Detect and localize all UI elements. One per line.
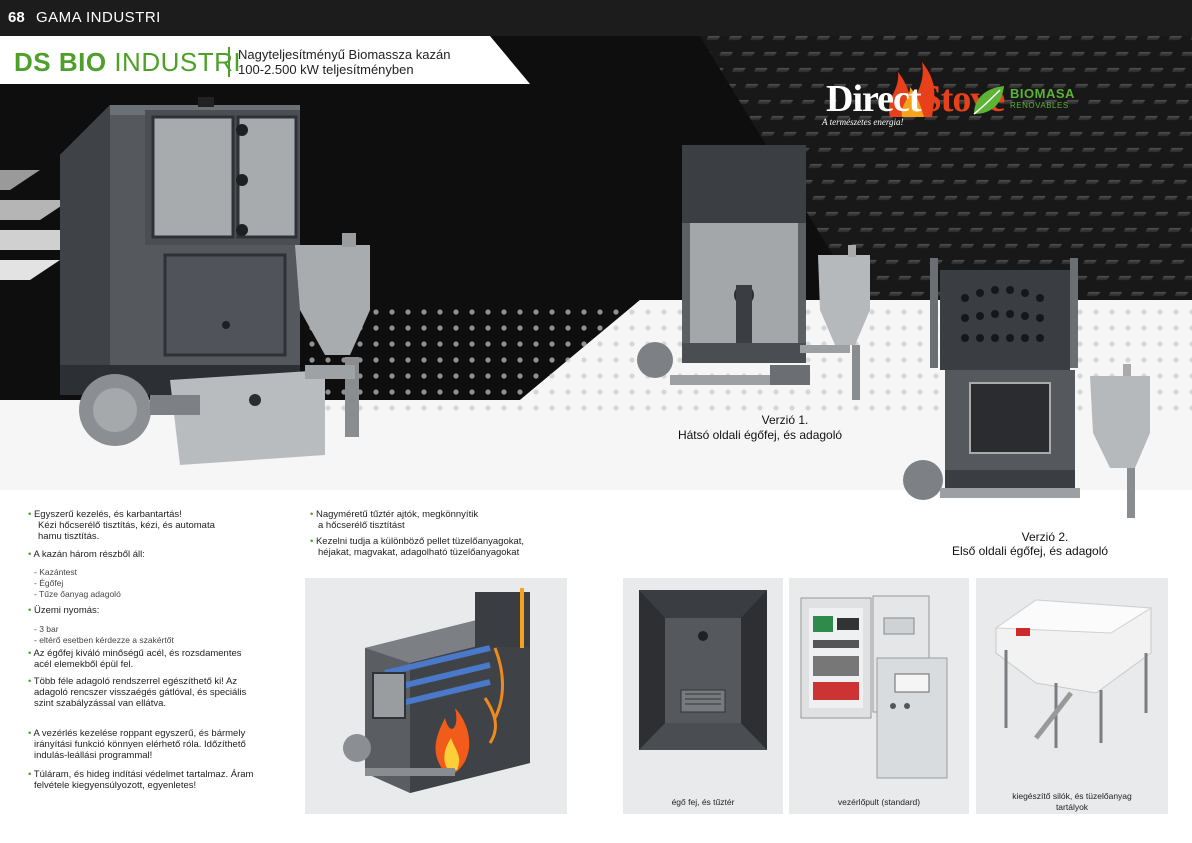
silo-caption-line-2: tartályok (1055, 802, 1089, 812)
fire-chamber-image (639, 590, 767, 750)
product-title-light: INDUSTRI (114, 47, 242, 77)
title-separator (228, 47, 230, 77)
leaf-icon (973, 86, 1004, 115)
feature-4-line-2: acél elemekből épül fel. (34, 659, 134, 670)
feature-5-line-1: • Több féle adagoló rendszerrel egészíth… (28, 676, 237, 687)
directstove-logo: DirectStove (826, 77, 1005, 121)
silo-panel: kiegészítő silók, és tüzelőanyag tartály… (976, 578, 1168, 814)
silo-caption-line-1: kiegészítő silók, és tüzelőanyag (1012, 791, 1132, 801)
version2-title: Verzió 2. (1021, 530, 1069, 544)
cutaway-panel (305, 578, 567, 814)
biomasa-logo-sub: RENOVABLES (1010, 101, 1069, 110)
feature-right-2-line-1: • Kezelni tudja a különböző pellet tüzel… (310, 536, 524, 547)
feature-3-text: Üzemi nyomás: (33, 605, 100, 616)
feature-2-sub-1: - Kazántest (34, 567, 77, 577)
subtitle-line-1: Nagyteljesítményű Biomassza kazán (238, 47, 451, 62)
feature-3: • Üzemi nyomás: (28, 605, 99, 616)
flame-icon (888, 62, 935, 117)
top-band (0, 0, 1192, 36)
directstove-logo-direct: Direct (826, 78, 922, 120)
title-plate (0, 36, 530, 84)
feature-2-sub-3: - Tűze őanyag adagoló (34, 589, 121, 599)
bullet-icon: • (28, 676, 34, 687)
bullet-icon: • (28, 648, 34, 659)
feature-6-line-3: indulás-leállási programmal! (34, 750, 153, 761)
feature-right-2-line-2: héjakat, magvakat, adagolható tüzelőanya… (318, 547, 520, 558)
main-boiler-image (60, 97, 370, 465)
feature-right-1-text: Nagyméretű tűztér ajtók, megkönnyítik (315, 509, 479, 520)
control-panel-image (800, 595, 948, 779)
cutaway-image (343, 588, 530, 793)
feature-7-line-2: felvétele kiegyensúlyozott, egyenletes! (34, 780, 197, 791)
bullet-icon: • (310, 536, 316, 547)
directstove-tagline: A természetes energia! (822, 117, 904, 127)
product-title: DS BIO INDUSTRI (14, 47, 241, 78)
version1-boiler-image (637, 145, 870, 400)
feature-5-line-2: adagoló rencszer visszaégés gátlóval, és… (34, 687, 247, 698)
feature-2-sub-2: - Égőfej (34, 578, 64, 588)
fire-chamber-panel: égő fej, és tűztér (623, 578, 783, 814)
version1-title: Verzió 1. (761, 413, 809, 427)
control-panel-panel: vezérlőpult (standard) (789, 578, 969, 814)
product-title-bold: DS BIO (14, 47, 107, 77)
feature-1-text: Egyszerű kezelés, és karbantartás! (33, 509, 182, 520)
feature-5-line-3: szint szabályzással van ellátva. (34, 698, 167, 709)
feature-3-sub-1: - 3 bar (34, 624, 59, 634)
feature-7-text: Túláram, és hideg indítási védelmet tart… (33, 769, 254, 780)
feature-3-sub-2: - eltérő esetben kérdezze a szakértőt (34, 635, 174, 645)
control-panel-caption: vezérlőpult (standard) (837, 797, 921, 807)
bullet-icon: • (28, 549, 34, 560)
feature-2: • A kazán három részből áll: (28, 549, 145, 560)
version1-description: Hátsó oldali égőfej, és adagoló (677, 428, 843, 442)
feature-2-text: A kazán három részből áll: (33, 549, 145, 560)
biomasa-logo-name: BIOMASA (1010, 86, 1075, 101)
feature-6-line-1: • A vezérlés kezelése roppant egyszerű, … (28, 728, 245, 739)
feature-6-text: A vezérlés kezelése roppant egyszerű, és… (33, 728, 246, 739)
feature-1-line-3: hamu tisztítás. (38, 531, 100, 542)
fire-chamber-caption: égő fej, és tűztér (671, 797, 735, 807)
bullet-icon: • (28, 728, 34, 739)
feature-1-line-2: Kézi hőcserélő tisztítás, kézi, és autom… (38, 520, 215, 531)
version2-boiler-image (903, 258, 1150, 518)
feature-right-1-line-1: • Nagyméretű tűztér ajtók, megkönnyítik (310, 509, 478, 520)
page-number: 68 (8, 9, 25, 26)
feature-5-text: Több féle adagoló rendszerrel egészíthet… (33, 676, 238, 687)
version2-description: Első oldali égőfej, és adagoló (951, 544, 1109, 558)
feature-1-line-1: • Egyszerű kezelés, és karbantartás! (28, 509, 182, 520)
silo-image (994, 599, 1153, 748)
bullet-icon: • (28, 605, 34, 616)
feature-right-2-text: Kezelni tudja a különböző pellet tüzelőa… (315, 536, 525, 547)
feature-4-line-1: • Az égőfej kiváló minőségű acél, és roz… (28, 648, 242, 659)
feature-7-line-1: • Túláram, és hideg indítási védelmet ta… (28, 769, 253, 780)
subtitle-line-2: 100-2.500 kW teljesítményben (238, 62, 414, 77)
bullet-icon: • (28, 769, 34, 780)
bullet-icon: • (310, 509, 316, 520)
feature-6-line-2: irányítási funkció könnyen elérhető róla… (34, 739, 246, 750)
feature-right-1-line-2: a hőcserélő tisztítást (318, 520, 405, 531)
bullet-icon: • (28, 509, 34, 520)
feature-4-text: Az égőfej kiváló minőségű acél, és rozsd… (33, 648, 242, 659)
section-name: GAMA INDUSTRI (36, 9, 161, 26)
